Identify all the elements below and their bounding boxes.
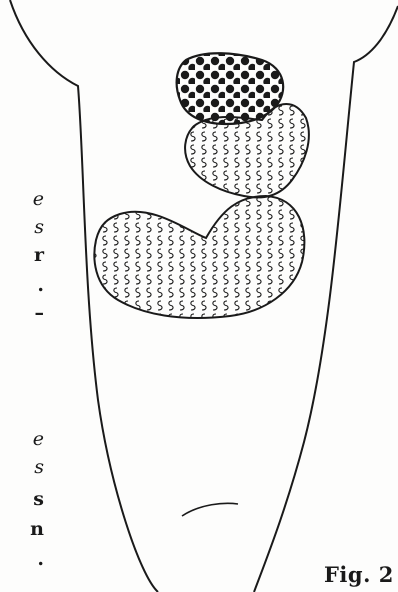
margin-letter: . (37, 550, 44, 569)
margin-text-column: e s r . – e s s n . (0, 0, 50, 592)
margin-letter: s (34, 458, 44, 477)
margin-letter: s (34, 218, 44, 237)
margin-letter: . (37, 276, 44, 295)
margin-letter: r (34, 246, 44, 265)
margin-letter: e (33, 190, 44, 209)
margin-letter: n (30, 520, 44, 539)
margin-letter: s (33, 490, 44, 509)
margin-letter: – (35, 304, 45, 323)
margin-letter: e (33, 430, 44, 449)
lower-wavy-region (94, 196, 304, 318)
tip-crease (182, 503, 238, 516)
dotted-region (177, 53, 284, 124)
figure-caption: Fig. 2 (324, 562, 394, 587)
